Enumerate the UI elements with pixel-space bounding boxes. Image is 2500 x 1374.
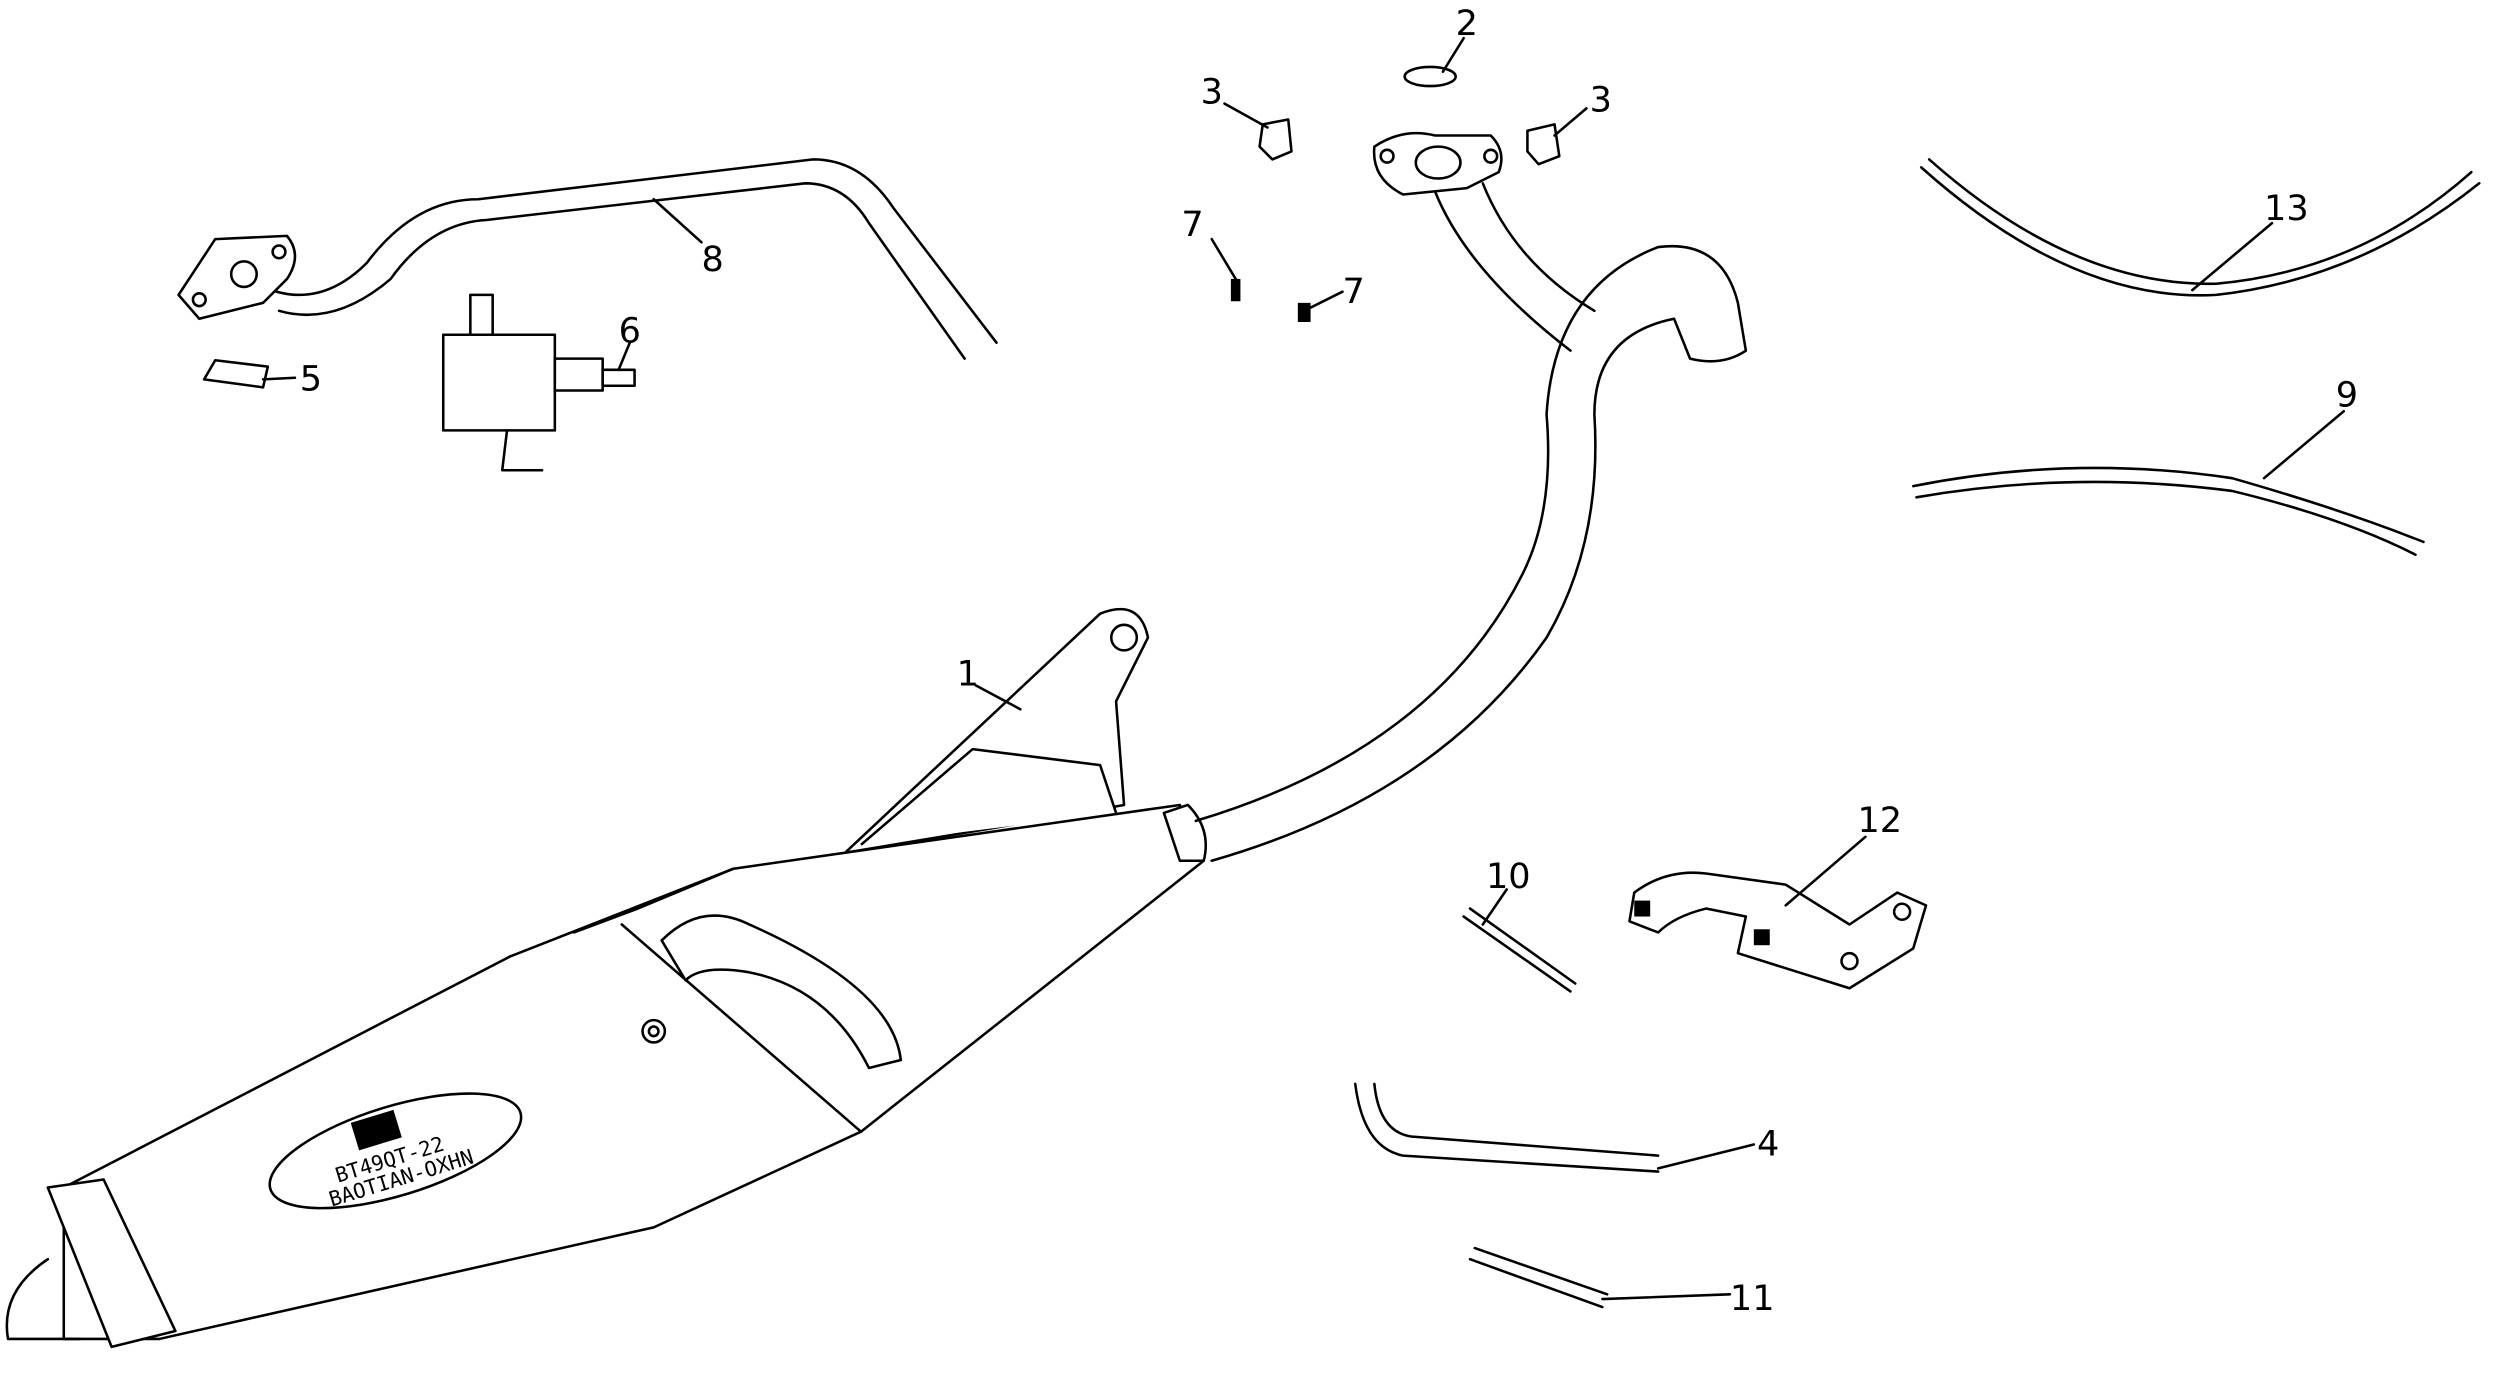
gasket <box>1403 65 1457 88</box>
bolt-7a <box>1230 278 1241 302</box>
callout-7a: 7 <box>1181 204 1203 245</box>
callout-4: 4 <box>1757 1124 1779 1165</box>
callout-3b: 3 <box>1590 80 1612 121</box>
bolt-7b <box>1297 302 1311 322</box>
hose-10 <box>1462 915 1572 993</box>
callout-13: 13 <box>2264 188 2309 229</box>
air-valve <box>441 293 636 472</box>
gasket-plate <box>202 358 270 389</box>
callout-5: 5 <box>300 359 322 400</box>
bracket <box>1628 871 1928 990</box>
hose-4 <box>1353 1082 1660 1173</box>
nut-right <box>1526 123 1561 166</box>
air-pipe <box>177 158 998 360</box>
exhaust-pipe <box>1194 131 1748 863</box>
callout-6: 6 <box>619 311 641 352</box>
hose-13 <box>1919 166 2481 297</box>
nut-left <box>1258 118 1293 161</box>
callout-8: 8 <box>702 239 724 280</box>
callout-10: 10 <box>1486 856 1531 897</box>
leader-lines <box>261 36 2346 1301</box>
callout-3a: 3 <box>1201 72 1223 113</box>
callout-11: 11 <box>1730 1278 1775 1319</box>
callout-2: 2 <box>1456 3 1478 44</box>
hose-9 <box>1911 466 2425 544</box>
callout-7b: 7 <box>1342 271 1364 312</box>
muffler: BT49QT-22 BAOTIAN-OXHN <box>5 607 1208 1349</box>
callout-1: 1 <box>957 653 979 694</box>
callout-12: 12 <box>1857 800 1902 841</box>
callout-9: 9 <box>2336 374 2358 415</box>
hose-11 <box>1468 1257 1604 1309</box>
